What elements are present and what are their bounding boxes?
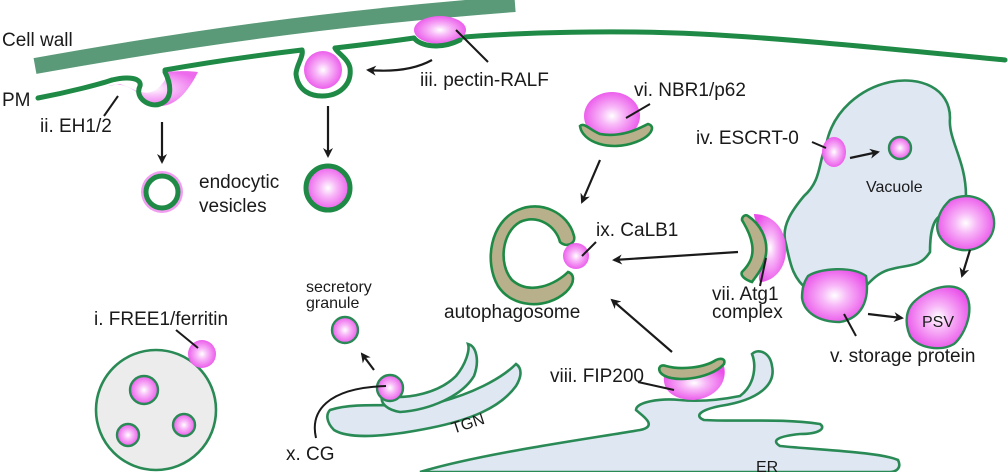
pectin-pm-bump xyxy=(411,35,463,49)
atg1-to-autophagosome-arrow xyxy=(612,250,739,265)
eh12-label: ii. EH1/2 xyxy=(40,116,112,137)
vacuole xyxy=(783,79,968,301)
storage-protein-label: v. storage protein xyxy=(830,346,975,367)
calb1-label: ix. CaLB1 xyxy=(596,220,678,241)
storage-protein-bud-bottom xyxy=(800,268,869,324)
endocytic-label-line2: vesicles xyxy=(199,196,267,217)
pectin-internalization-arrow xyxy=(366,59,433,76)
vacuole-label: Vacuole xyxy=(866,179,923,196)
fip200-phagophore xyxy=(657,357,726,381)
pectin-ralf-label: iii. pectin-RALF xyxy=(420,70,549,91)
cg-leader xyxy=(313,385,387,439)
psv xyxy=(905,285,971,350)
escrt0-cargo xyxy=(822,137,846,167)
escrt0-leader xyxy=(811,141,827,149)
atg1-label-line1: vii. Atg1 xyxy=(712,284,779,305)
atg1-leader xyxy=(759,257,767,287)
calb1-cargo xyxy=(563,243,589,269)
secretory-label-line1: secretory xyxy=(306,279,372,296)
fip200-to-autophagosome-arrow xyxy=(610,298,673,353)
cg-cargo xyxy=(375,373,405,403)
fip200-leader xyxy=(637,381,675,391)
vacuole-internal-vesicle xyxy=(887,135,913,161)
free1-cargo xyxy=(188,340,216,368)
cg-label: x. CG xyxy=(286,444,335,465)
mvb-ilv-2 xyxy=(171,412,197,438)
eh12-coat xyxy=(108,71,198,107)
storage-leader xyxy=(843,313,857,337)
eh12-leader xyxy=(103,95,119,117)
calb1-leader xyxy=(581,241,597,257)
er xyxy=(419,350,901,472)
er-label: ER xyxy=(756,459,778,472)
autophagosome xyxy=(489,205,576,306)
autophagosome-label: autophagosome xyxy=(444,302,580,323)
pectin-leader xyxy=(455,29,489,63)
fip200-label: viii. FIP200 xyxy=(550,366,644,387)
free1-leader xyxy=(175,329,199,349)
storage-to-psv-arrow xyxy=(959,249,972,278)
plasma-membrane xyxy=(35,29,1008,101)
nbr1-cargo xyxy=(584,92,640,140)
secretory-label-line2: granule xyxy=(306,295,359,312)
atg1-phagophore xyxy=(740,213,768,284)
mvb xyxy=(94,348,218,472)
pectin-cargo-in-pit xyxy=(304,51,342,89)
storage-protein-bud-right xyxy=(936,194,996,252)
cell-wall xyxy=(33,0,516,74)
cg-to-granule-arrow xyxy=(360,352,375,371)
eh12-pit xyxy=(109,69,173,108)
storage-to-psv-arrow-2 xyxy=(867,312,904,323)
atg1-label-line2: complex xyxy=(712,302,783,323)
secretory-granule xyxy=(330,315,360,345)
pectin-pit xyxy=(293,45,353,99)
mvb-ilv-3 xyxy=(115,422,141,448)
psv-label: PSV xyxy=(922,314,954,331)
mvb-ilv-1 xyxy=(128,374,160,406)
free1-label: i. FREE1/ferritin xyxy=(94,309,228,330)
endocytic-vesicle-pectin xyxy=(303,163,353,213)
escrt0-arrow xyxy=(849,148,880,160)
endocytic-vesicle-eh xyxy=(143,173,181,211)
endocytic-label-line1: endocytic xyxy=(199,172,279,193)
nbr1-leader xyxy=(625,103,651,119)
nbr1-label: vi. NBR1/p62 xyxy=(634,80,746,101)
escrt0-label: iv. ESCRT-0 xyxy=(696,128,799,149)
nbr1-to-autophagosome-arrow xyxy=(580,159,602,204)
pm-label: PM xyxy=(2,90,31,111)
nbr1-phagophore xyxy=(578,122,654,148)
pectin-ralf-cargo xyxy=(414,16,466,44)
cell-wall-label: Cell wall xyxy=(2,30,73,51)
tgn-cisterna-upper xyxy=(380,342,479,414)
